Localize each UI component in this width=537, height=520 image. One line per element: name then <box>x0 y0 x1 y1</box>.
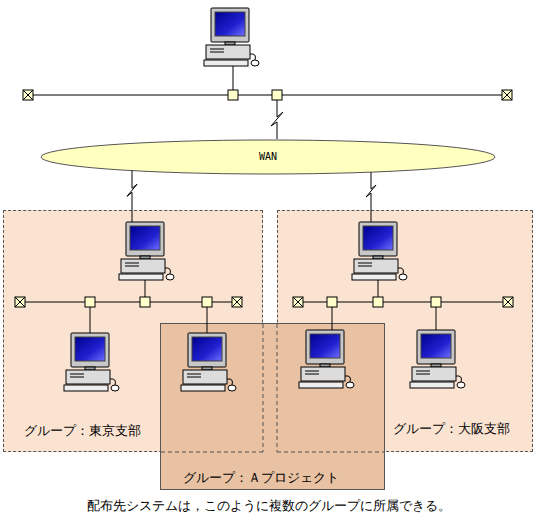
terminator-symbol <box>232 297 242 307</box>
tap-symbol <box>85 297 95 307</box>
computer-icon <box>352 222 407 280</box>
computer-icon <box>410 330 465 388</box>
tap-symbol <box>202 297 212 307</box>
computer-icon <box>64 333 119 391</box>
tap-symbol <box>140 297 150 307</box>
terminator-symbol <box>502 90 512 100</box>
lan-wires <box>20 66 508 333</box>
terminator-symbol <box>15 297 25 307</box>
tap-symbol <box>272 90 282 100</box>
tap-symbol <box>373 297 383 307</box>
computer-icon <box>181 333 236 391</box>
tap-symbol <box>431 297 441 307</box>
group-label: グループ：東京支部 <box>24 423 141 439</box>
group-label: グループ：大阪支部 <box>393 421 510 437</box>
tap-symbol <box>327 297 337 307</box>
network-label: WAN <box>40 139 496 175</box>
caption: 配布先システムは，このように複数のグループに所属できる。 <box>0 498 537 514</box>
group-label: グループ：Ａプロジェクト <box>183 470 339 486</box>
wan-link <box>127 171 137 210</box>
computer-icon <box>299 330 354 388</box>
terminator-symbol <box>293 297 303 307</box>
terminator-symbol <box>23 90 33 100</box>
computer-icon <box>119 222 174 280</box>
wan-link <box>366 172 376 210</box>
wan-ellipse: WAN <box>40 139 496 175</box>
terminator-symbol <box>503 297 513 307</box>
overlap-dashed-borders <box>161 324 384 452</box>
tap-symbol <box>228 90 238 100</box>
group-box: グループ：Ａプロジェクト <box>160 323 385 490</box>
computer-icons <box>64 8 465 391</box>
lan-connectors <box>15 90 513 307</box>
computer-icon <box>204 8 259 66</box>
